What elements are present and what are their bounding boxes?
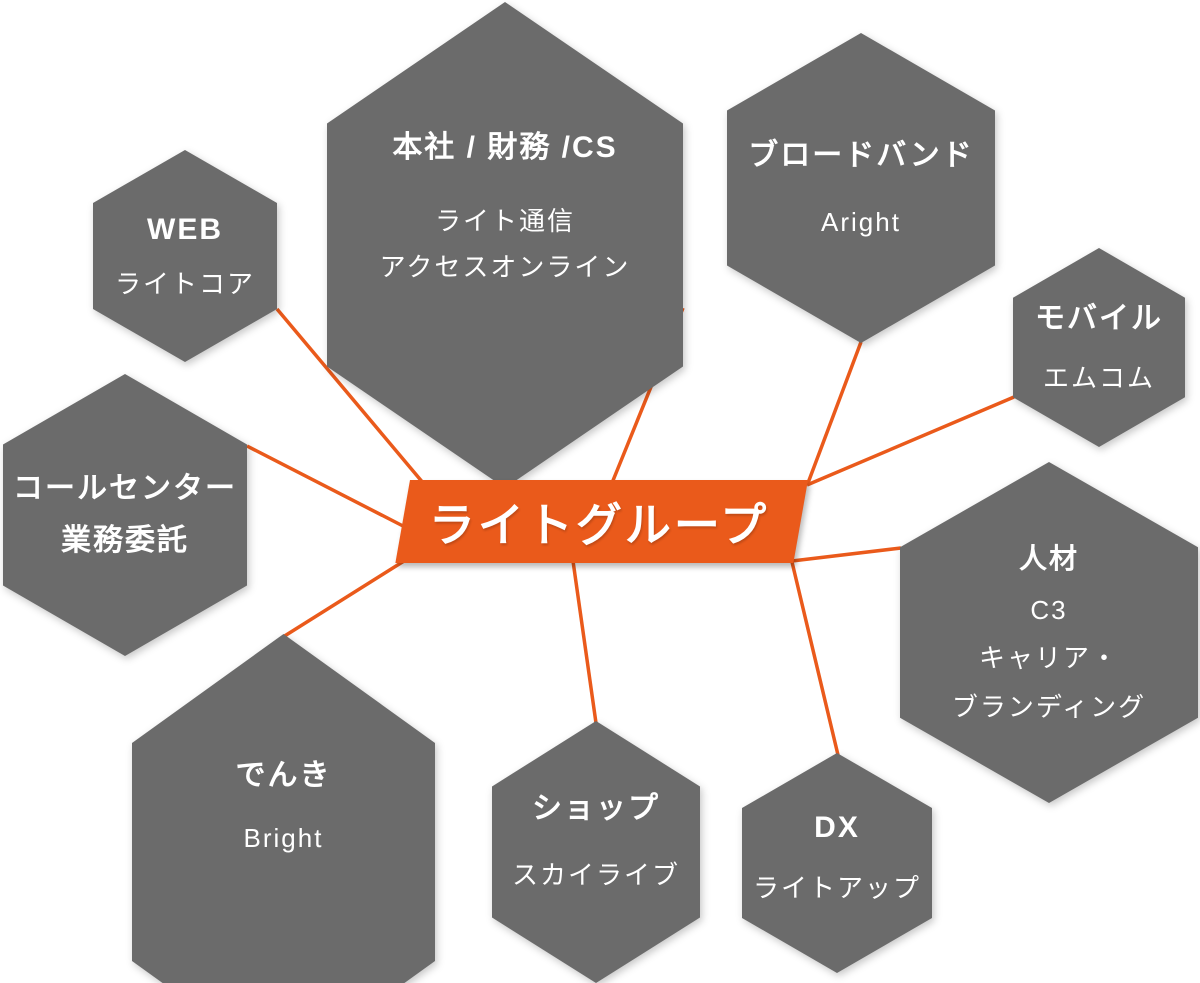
hr-company-2-line-2: ブランディング bbox=[951, 691, 1147, 722]
mobile-company-1: エムコム bbox=[1042, 362, 1155, 393]
callcenter-title-line-2: 業務委託 bbox=[61, 524, 189, 557]
shop-title: ショップ bbox=[532, 791, 660, 825]
connector-shop bbox=[571, 560, 598, 724]
hexagon-dx: DX ライトアップ bbox=[742, 753, 932, 973]
connector-dx bbox=[790, 561, 840, 756]
callcenter-title-line-1: コールセンター bbox=[13, 471, 237, 505]
broadband-title: ブロードバンド bbox=[748, 138, 974, 172]
dx-title: DX bbox=[814, 810, 860, 844]
hexagon-hr: 人材 C3 キャリア・ ブランディング bbox=[900, 462, 1198, 803]
hexagon-broadband: ブロードバンド Aright bbox=[727, 33, 995, 343]
hexagon-headquarters: 本社 / 財務 /CS ライト通信 アクセスオンライン bbox=[327, 2, 683, 488]
hexagon-mobile: モバイル エムコム bbox=[1013, 248, 1185, 447]
connector-callcenter bbox=[246, 444, 404, 528]
headquarters-company-1: ライト通信 bbox=[434, 205, 575, 236]
connector-broadband bbox=[806, 341, 863, 484]
connector-mobile bbox=[806, 395, 1015, 487]
broadband-company-1: Aright bbox=[821, 207, 901, 238]
hexagon-callcenter: コールセンター 業務委託 bbox=[3, 374, 247, 656]
denki-title: でんき bbox=[235, 758, 332, 792]
web-company-1: ライトコア bbox=[114, 269, 255, 300]
hr-company-1: C3 bbox=[1030, 594, 1068, 625]
web-title: WEB bbox=[147, 212, 223, 246]
headquarters-title: 本社 / 財務 /CS bbox=[392, 131, 618, 165]
hr-title: 人材 bbox=[1018, 543, 1079, 575]
hexagon-denki: でんき Bright bbox=[132, 634, 435, 983]
headquarters-company-2: アクセスオンライン bbox=[379, 252, 631, 283]
shop-company-1: スカイライブ bbox=[511, 860, 680, 891]
mobile-title: モバイル bbox=[1035, 302, 1163, 336]
connector-hr bbox=[791, 546, 902, 563]
center-group-label: ライトグループ bbox=[428, 498, 770, 551]
hr-company-2-line-1: キャリア・ bbox=[978, 643, 1119, 674]
denki-company-1: Bright bbox=[243, 823, 324, 854]
dx-company-1: ライトアップ bbox=[752, 873, 921, 904]
hexagon-web: WEB ライトコア bbox=[93, 150, 277, 362]
hexagon-shop: ショップ スカイライブ bbox=[492, 721, 700, 983]
connector-web bbox=[275, 307, 426, 486]
connector-denki bbox=[282, 559, 405, 639]
